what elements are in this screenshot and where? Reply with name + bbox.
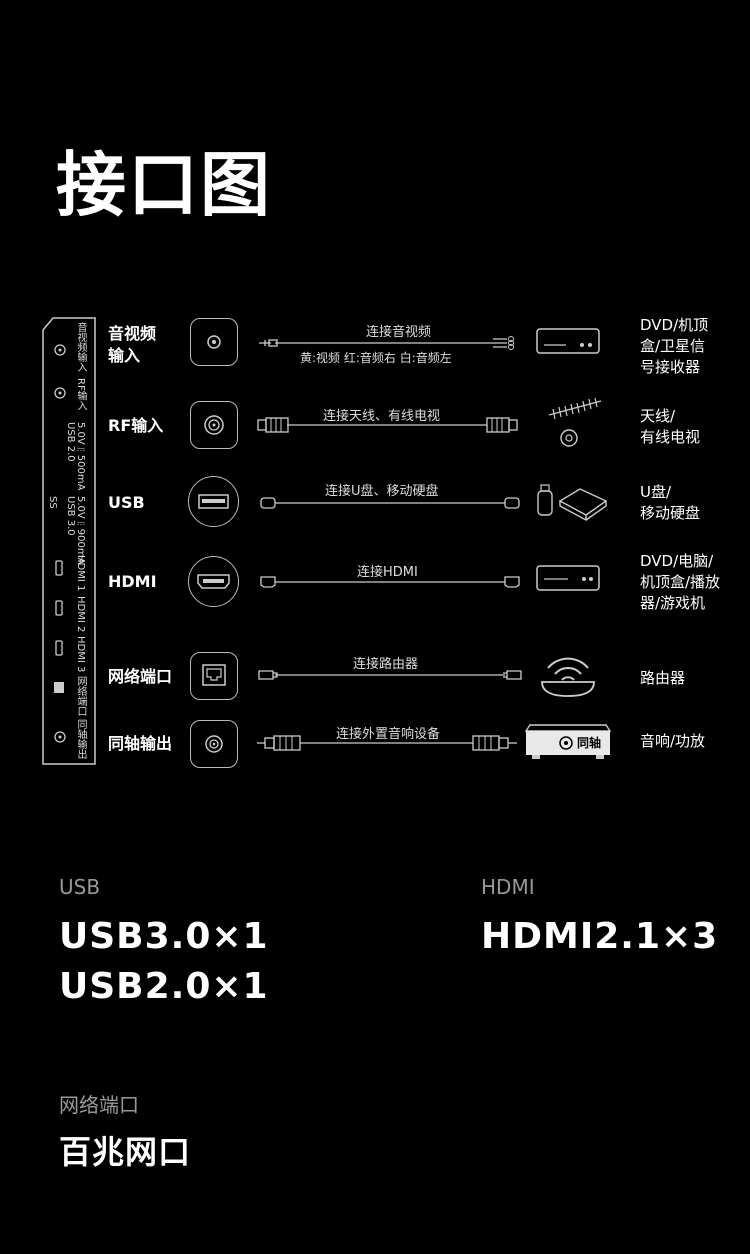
tv-port-panel: 音视频输入 RF输入 USB 2.0 5.0V⎓500mA SS USB 3.0… [42,317,96,765]
device-label-coaxial: 音响/功放 [640,732,706,750]
usb-cable-icon [260,497,520,509]
spec-category-usb: USB [59,875,101,899]
device-label-usb: U盘/ 移动硬盘 [640,483,701,522]
spec-category-hdmi: HDMI [481,875,535,899]
rf-port-icon [190,401,238,449]
cable-sublabel-av: 黄:视频 红:音频右 白:音频左 [300,351,452,365]
panel-outline [42,317,96,765]
network-cable-icon [258,670,522,680]
usb-drive-and-hard-disk-icon [537,484,608,522]
device-label-hdmi: DVD/电脑/ 机顶盒/播放 器/游戏机 [640,552,721,612]
panel-label-coaxial: 同轴输出 [75,719,86,759]
panel-label-ss: SS [47,496,58,509]
spec-value-usb2: USB2.0×1 [59,966,269,1007]
usb-port-icon [188,476,239,527]
panel-label-rf: RF输入 [75,378,86,411]
row-label-hdmi: HDMI [108,572,157,591]
row-label-av: 音视频 输入 [108,324,157,365]
spec-value-network: 百兆网口 [59,1133,192,1171]
panel-label-usb3: USB 3.0 [65,496,76,536]
cable-label-rf: 连接天线、有线电视 [323,409,441,424]
row-label-usb: USB [108,493,145,512]
panel-label-usb3-power: 5.0V⎓900mA [75,496,86,565]
ethernet-port-icon [190,652,238,700]
spec-category-network: 网络端口 [59,1093,139,1117]
cable-label-av: 连接音视频 [366,325,432,340]
amplifier-icon [524,724,612,759]
av-port-icon [190,318,238,366]
hdmi-cable-icon [260,576,520,588]
cable-label-network: 连接路由器 [353,657,419,672]
panel-label-network: 网络端口 [75,676,86,716]
antenna-icon [548,397,602,447]
coaxial-port-icon [190,720,238,768]
av-cable-icon [259,336,514,350]
rf-cable-icon [257,417,518,433]
panel-label-av: 音视频输入 [75,322,86,372]
device-label-av: DVD/机顶 盒/卫星信 号接收器 [640,316,709,376]
device-label-rf: 天线/ 有线电视 [640,407,701,446]
row-label-coaxial: 同轴输出 [108,734,173,753]
cable-label-hdmi: 连接HDMI [357,565,418,580]
panel-label-hdmi1: HDMI 1 [75,555,86,592]
panel-label-usb2-power: 5.0V⎓500mA [75,422,86,491]
row-label-network: 网络端口 [108,667,173,686]
device-label-network: 路由器 [640,669,686,687]
panel-label-usb2: USB 2.0 [65,422,76,462]
dvd-player-icon [536,565,600,591]
spec-value-hdmi: HDMI2.1×3 [481,916,719,957]
amplifier-badge-label: 同轴 [577,736,602,750]
hdmi-port-icon [188,556,239,607]
coaxial-cable-icon [257,735,517,751]
page-title: 接口图 [56,144,272,226]
spec-value-usb3: USB3.0×1 [59,916,269,957]
cable-label-usb: 连接U盘、移动硬盘 [325,484,439,499]
panel-label-hdmi3: HDMI 3 [75,636,86,673]
router-icon [541,657,595,697]
cable-label-coaxial: 连接外置音响设备 [336,727,441,742]
panel-label-hdmi2: HDMI 2 [75,596,86,633]
row-label-rf: RF输入 [108,416,164,435]
set-top-box-icon [536,328,600,354]
